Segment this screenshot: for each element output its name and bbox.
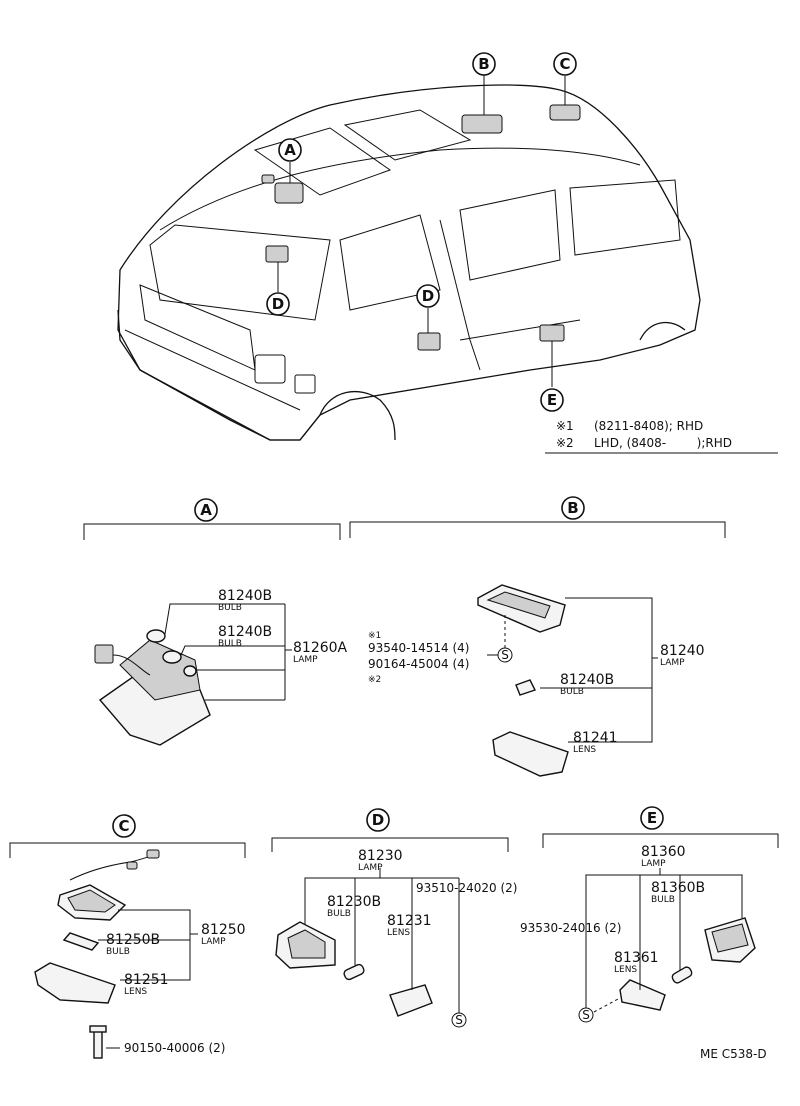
part-label-bulb-b: BULB xyxy=(560,687,584,697)
bulb-1-icon xyxy=(146,629,166,643)
van-illustration xyxy=(117,75,701,441)
callout-d-label: D xyxy=(272,295,284,313)
note-2-mark: ※2 xyxy=(556,436,574,450)
bulb-2-icon xyxy=(162,650,182,664)
screw-symbol-b: S xyxy=(501,648,509,662)
part-label-lens-e: LENS xyxy=(614,965,637,975)
callout-d-top-left: D xyxy=(266,292,290,316)
bolt-icon xyxy=(93,1029,103,1059)
lens-81251-icon xyxy=(34,962,116,1004)
part-label-lamp-a: LAMP xyxy=(293,655,318,665)
part-label-lens-b: LENS xyxy=(573,745,596,755)
part-label-lens-c: LENS xyxy=(124,987,147,997)
bulb-81250b-icon xyxy=(62,932,100,951)
callout-e-top: E xyxy=(540,388,564,412)
callout-b-top: B xyxy=(472,52,496,76)
diagram-code: ME C538-D xyxy=(700,1047,767,1061)
applicability-notes: ※1 (8211-8408); RHD ※2 LHD, (8408- );RHD xyxy=(545,419,778,454)
bulb-81230b-icon xyxy=(343,963,365,981)
lens-81241-icon xyxy=(492,731,569,777)
note-1-text: (8211-8408); RHD xyxy=(594,419,703,433)
lamp-d-location xyxy=(265,245,289,263)
screw-symbol-d: S xyxy=(455,1013,463,1027)
screw-symbol-e: S xyxy=(582,1008,590,1022)
note-2-text: LHD, (8408- );RHD xyxy=(594,436,732,450)
section-a: A 81240B BULB 81240B BULB 81260A LAMP xyxy=(83,498,348,746)
part-num-81240: 81240 xyxy=(660,643,705,659)
section-e: E S 81360 LAMP 81360B BULB 81361 LENS 93… xyxy=(520,806,779,1023)
screw-90164-45004: 90164-45004 (4) xyxy=(368,657,470,671)
callout-e-label: E xyxy=(547,391,557,409)
part-num-81360b: 81360B xyxy=(651,880,705,896)
callout-d-label: D xyxy=(422,287,434,305)
callout-c-top: C xyxy=(553,52,577,76)
lens-81361-icon xyxy=(619,979,666,1011)
section-c: C 81250 LAMP 81250B BULB 81251 LENS 9015… xyxy=(9,814,246,1059)
part-num-81241: 81241 xyxy=(573,730,618,746)
part-num-81240b-1: 81240B xyxy=(218,588,272,604)
callout-a-top: A xyxy=(278,138,302,162)
part-num-81260a: 81260A xyxy=(293,640,348,656)
screw-93510-24020: 93510-24020 (2) xyxy=(416,881,518,895)
callout-a-label: A xyxy=(284,141,296,159)
part-label-lamp-c: LAMP xyxy=(201,937,226,947)
lamp-c-location xyxy=(549,104,581,121)
part-label-lamp-b: LAMP xyxy=(660,658,685,668)
lens-81231-icon xyxy=(389,984,433,1017)
lamp-a-location xyxy=(274,182,304,204)
section-e-callout: E xyxy=(647,809,657,827)
note-1-mark: ※1 xyxy=(556,419,574,433)
part-label-lens-d: LENS xyxy=(387,928,410,938)
part-label-lamp-d: LAMP xyxy=(358,863,383,873)
section-a-callout: A xyxy=(200,501,212,519)
part-num-81230b: 81230B xyxy=(327,894,381,910)
bulb-81360b-icon xyxy=(671,966,693,984)
part-label-bulb-c: BULB xyxy=(106,947,130,957)
part-label-bulb-d: BULB xyxy=(327,909,351,919)
part-num-81240b-2: 81240B xyxy=(218,624,272,640)
section-b-callout: B xyxy=(567,499,578,517)
part-num-81230: 81230 xyxy=(358,848,403,864)
part-num-81251: 81251 xyxy=(124,972,169,988)
part-label-bulb-e: BULB xyxy=(651,895,675,905)
section-c-callout: C xyxy=(118,817,129,835)
part-num-81361: 81361 xyxy=(614,950,659,966)
bolt-90150-40006: 90150-40006 (2) xyxy=(124,1041,226,1055)
part-num-81231: 81231 xyxy=(387,913,432,929)
part-label-bulb-2: BULB xyxy=(218,639,242,649)
callout-c-label: C xyxy=(559,55,570,73)
note-ref-1: ※1 xyxy=(368,631,381,641)
callout-d-top-right: D xyxy=(416,284,440,308)
callout-b-label: B xyxy=(478,55,489,73)
part-num-81360: 81360 xyxy=(641,844,686,860)
part-num-81250b: 81250B xyxy=(106,932,160,948)
note-ref-2: ※2 xyxy=(368,675,381,685)
screw-93530-24016: 93530-24016 (2) xyxy=(520,921,622,935)
part-label-bulb-1: BULB xyxy=(218,603,242,613)
bulb-81240b-icon xyxy=(515,679,536,696)
part-num-81240b-b: 81240B xyxy=(560,672,614,688)
section-d: D S 81230 LAMP 81230B BULB 81231 LENS 93… xyxy=(271,808,518,1028)
part-label-lamp-e: LAMP xyxy=(641,859,666,869)
lamp-e-location xyxy=(539,324,565,342)
part-num-81250: 81250 xyxy=(201,922,246,938)
section-d-callout: D xyxy=(372,811,384,829)
lamp-b-location xyxy=(461,114,503,134)
section-b: B S ※1 93540-14514 (4) 90164-45004 (4) ※… xyxy=(349,496,726,777)
screw-93540-14514: 93540-14514 (4) xyxy=(368,641,470,655)
